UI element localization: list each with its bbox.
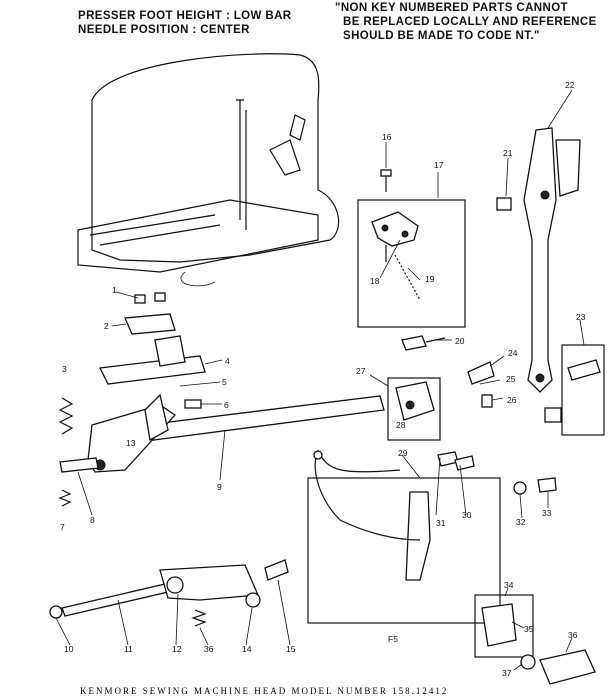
part-number-label: 37 — [502, 668, 512, 678]
non-key-note-line-1: "NON KEY NUMBERED PARTS CANNOT — [335, 2, 568, 14]
part-number-label: 5 — [222, 377, 227, 387]
part-number-label: 16 — [382, 132, 392, 142]
part-number-label: 1 — [112, 285, 117, 295]
part-number-label: 23 — [576, 312, 586, 322]
sub-assembly-box-34 — [474, 594, 534, 658]
part-number-label: 28 — [396, 420, 406, 430]
part-number-label: 19 — [425, 274, 435, 284]
part-number-label: 20 — [455, 336, 465, 346]
sub-assembly-box-27 — [387, 377, 441, 441]
part-number-label: 26 — [507, 395, 517, 405]
part-number-label: 32 — [516, 517, 526, 527]
part-number-label: 22 — [565, 80, 575, 90]
machine-head-outline — [77, 53, 340, 287]
top-cluster-1-2-4 — [99, 292, 206, 385]
part-number-label: 29 — [398, 448, 408, 458]
part-6 — [184, 399, 202, 409]
part-number-label: 35 — [524, 624, 534, 634]
washer-32 — [513, 481, 527, 495]
part-number-label: 2 — [104, 321, 109, 331]
bottom-cluster — [49, 559, 289, 627]
lever-22 — [523, 127, 581, 393]
part-number-label: 30 — [462, 510, 472, 520]
part-number-label: 10 — [64, 644, 74, 654]
part-number-label: 31 — [436, 518, 446, 528]
part-number-label: 33 — [542, 508, 552, 518]
sub-assembly-box-29 — [307, 449, 501, 624]
part-number-label: 4 — [225, 356, 230, 366]
spring-3 — [58, 397, 74, 435]
spring-24 — [467, 361, 495, 385]
f5-mark: F5 — [388, 634, 398, 644]
screw-20 — [401, 335, 446, 351]
part-number-label: 12 — [172, 644, 182, 654]
part-number-labels: 1 2 3 4 5 6 7 8 9 10 11 12 13 14 15 16 1… — [60, 80, 586, 678]
needle-position-text: NEEDLE POSITION : CENTER — [78, 24, 250, 36]
part-number-label: 9 — [217, 482, 222, 492]
part-number-label: 27 — [356, 366, 366, 376]
part-number-label: 13 — [126, 438, 136, 448]
part-number-label: 8 — [90, 515, 95, 525]
part-number-label: 7 — [60, 522, 65, 532]
part-number-label: 15 — [286, 644, 296, 654]
part-number-label: 36 — [204, 644, 214, 654]
part-number-label: 24 — [508, 348, 518, 358]
non-key-note-line-2: BE REPLACED LOCALLY AND REFERENCE — [343, 16, 597, 28]
sub-assembly-box-23 — [544, 344, 605, 436]
part-number-label: 18 — [370, 276, 380, 286]
part-26 — [481, 394, 493, 408]
leader-lines — [55, 89, 585, 671]
presser-foot-height-text: PRESSER FOOT HEIGHT : LOW BAR — [78, 10, 292, 22]
part-number-label: 25 — [506, 374, 516, 384]
part-number-label: 34 — [504, 580, 514, 590]
main-shaft-9 — [59, 393, 385, 473]
part-number-label: 21 — [503, 148, 513, 158]
foot-36 — [539, 649, 596, 685]
part-37 — [520, 654, 536, 670]
part-number-label: 36 — [568, 630, 578, 640]
screw-16 — [380, 169, 392, 192]
part-21 — [496, 197, 512, 211]
part-number-label: 14 — [242, 644, 252, 654]
part-7 — [58, 489, 72, 507]
model-caption: KENMORE SEWING MACHINE HEAD MODEL NUMBER… — [80, 686, 448, 696]
part-number-label: 11 — [124, 644, 133, 654]
part-number-label: 3 — [62, 364, 67, 374]
part-number-label: 17 — [434, 160, 444, 170]
non-key-note-line-3: SHOULD BE MADE TO CODE NT." — [343, 30, 540, 42]
part-number-label: 6 — [224, 400, 229, 410]
sub-assembly-box-17 — [357, 199, 466, 328]
screw-33 — [537, 477, 557, 493]
